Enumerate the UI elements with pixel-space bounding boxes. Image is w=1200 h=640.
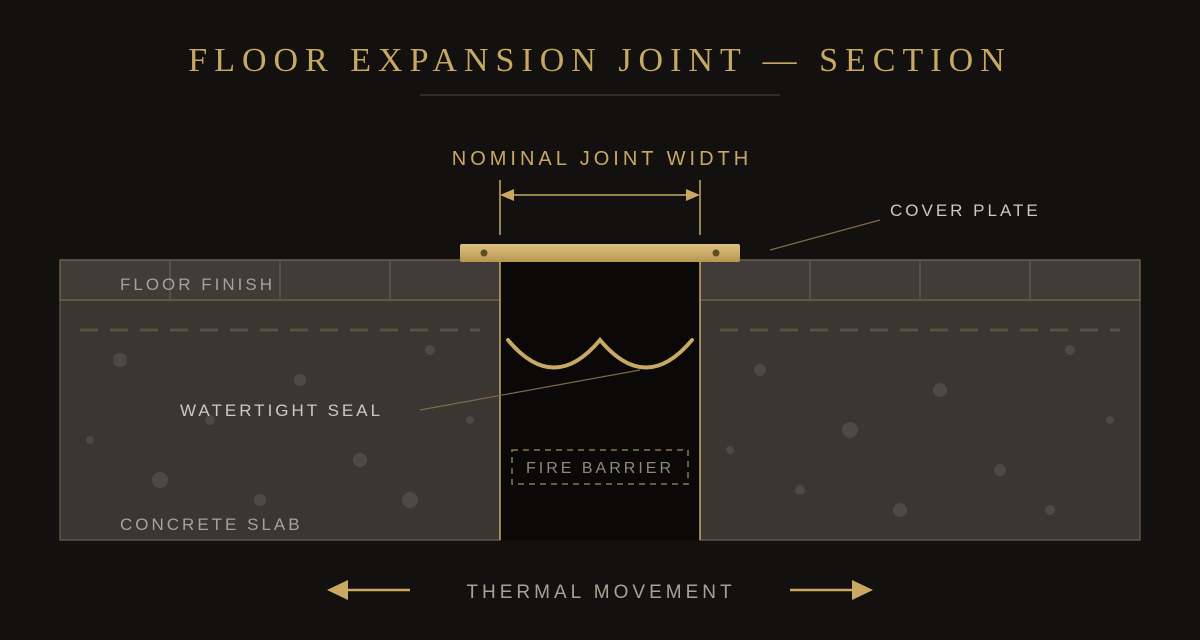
thermal-movement-label: THERMAL MOVEMENT [466, 582, 735, 603]
dimension-arrow-right-icon [686, 189, 700, 201]
right-aggregate [726, 345, 1114, 517]
cover-plate-label: COVER PLATE [890, 201, 1041, 220]
watertight-seal-leader [419, 369, 641, 411]
right-slab [699, 259, 1141, 541]
cover-plate-leader [769, 219, 881, 251]
right-concrete-slab [699, 299, 1141, 541]
watertight-seal-label: WATERTIGHT SEAL [180, 401, 383, 420]
fire-barrier-box [511, 449, 689, 485]
left-aggregate [86, 345, 474, 508]
watertight-seal [506, 336, 694, 370]
cover-plate [460, 244, 740, 262]
fire-barrier-label: FIRE BARRIER [526, 460, 674, 477]
left-concrete-slab [59, 299, 501, 541]
diagram-title: FLOOR EXPANSION JOINT — SECTION [188, 42, 1011, 79]
arrow-left-icon [327, 580, 410, 600]
left-slab [59, 259, 501, 541]
cover-plate-screw [480, 249, 488, 257]
joint-gap [500, 260, 700, 540]
dimension-arrow-left-icon [500, 189, 514, 201]
floor-finish-label: FLOOR FINISH [120, 275, 275, 294]
arrow-right-icon [790, 580, 873, 600]
cover-plate-screw [712, 249, 720, 257]
concrete-slab-label: CONCRETE SLAB [120, 515, 303, 534]
joint-width-label: NOMINAL JOINT WIDTH [452, 148, 752, 170]
